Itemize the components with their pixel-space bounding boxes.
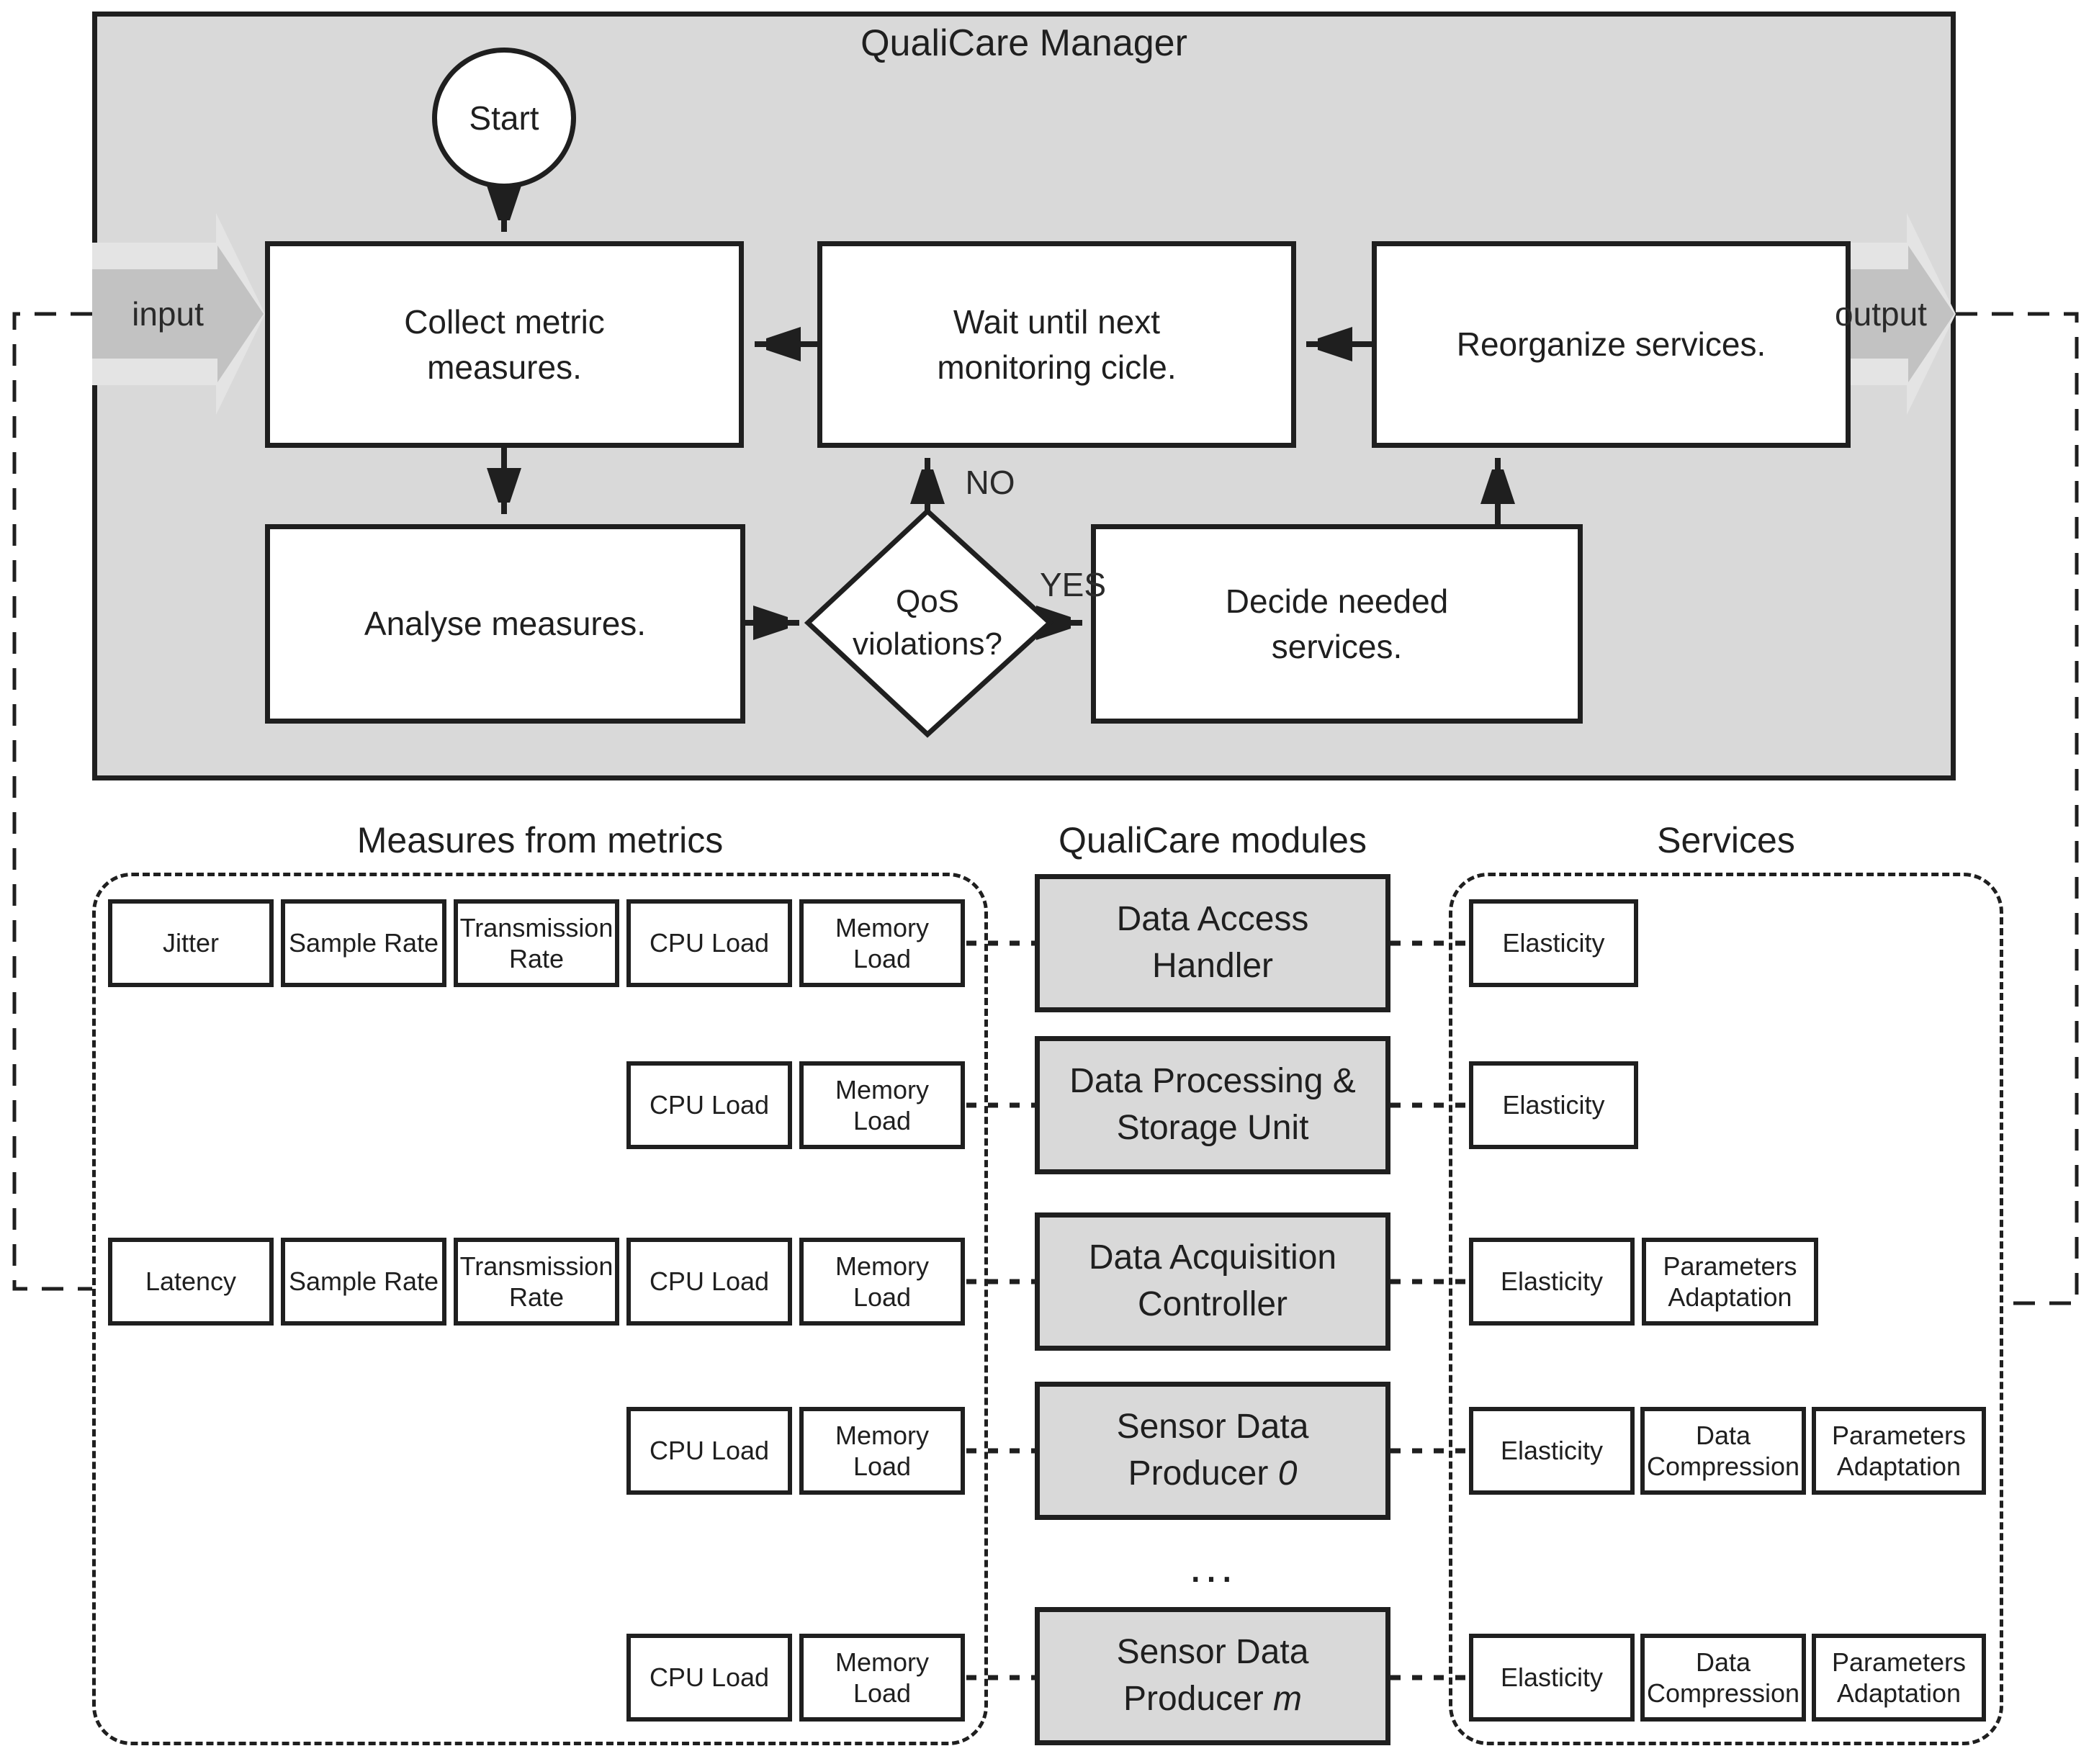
measure-memory-load: Memory Load — [799, 1061, 965, 1149]
measure-label: Memory Load — [835, 1420, 929, 1481]
module-label: Sensor Data Producer 0 — [1117, 1404, 1309, 1498]
analyse-label: Analyse measures. — [364, 605, 647, 643]
services-section-title: Services — [1657, 820, 1795, 860]
measure-label: CPU Load — [649, 1090, 770, 1120]
measure-memory-load: Memory Load — [799, 1407, 965, 1495]
start-node: Start — [432, 48, 576, 189]
measure-jitter: Jitter — [108, 899, 274, 987]
decide-label: Decide needed services. — [1225, 582, 1449, 665]
reorganize-label: Reorganize services. — [1456, 325, 1766, 364]
service-label: Parameters Adaptation — [1831, 1647, 1967, 1708]
service-label: Parameters Adaptation — [1663, 1251, 1797, 1312]
yes-edge-label: YES — [1039, 566, 1107, 603]
service-elasticity: Elasticity — [1469, 899, 1638, 987]
module-data-acquisition-controller: Data Acquisition Controller — [1035, 1212, 1390, 1351]
measure-cpu-load: CPU Load — [626, 1407, 792, 1495]
reorganize-services-node: Reorganize services. — [1372, 241, 1851, 448]
service-label: Elasticity — [1502, 1090, 1605, 1120]
measure-label: CPU Load — [649, 928, 770, 958]
measure-label: Memory Load — [835, 912, 929, 973]
measure-label: Transmission Rate — [459, 912, 614, 973]
measure-label: Latency — [145, 1266, 237, 1297]
module-label-text: Data Processing & Storage Unit — [1069, 1062, 1356, 1147]
service-label: Elasticity — [1500, 1266, 1604, 1297]
wait-monitoring-cycle-node: Wait until next monitoring cicle. — [817, 241, 1296, 448]
measures-region — [92, 873, 988, 1745]
no-edge-label: NO — [965, 464, 1015, 501]
measure-sample-rate: Sample Rate — [281, 1238, 446, 1326]
measure-label: Sample Rate — [288, 928, 439, 958]
modules-section-title: QualiCare modules — [1059, 820, 1367, 860]
measure-transmission-rate: Transmission Rate — [454, 1238, 619, 1326]
measure-sample-rate: Sample Rate — [281, 899, 446, 987]
output-label: output — [1835, 295, 1927, 333]
service-parameters-adaptation: Parameters Adaptation — [1812, 1407, 1986, 1495]
service-label: Data Compression — [1646, 1647, 1800, 1708]
module-label: Data Processing & Storage Unit — [1069, 1058, 1356, 1152]
module-label: Data Acquisition Controller — [1089, 1235, 1336, 1328]
module-label-text: Data Acquisition Controller — [1088, 1238, 1337, 1323]
module-sensor-data-producer-0: Sensor Data Producer 0 — [1035, 1382, 1390, 1520]
service-elasticity: Elasticity — [1469, 1238, 1635, 1326]
wait-label: Wait until next monitoring cicle. — [937, 303, 1177, 386]
measure-label: Memory Load — [835, 1074, 929, 1135]
measure-label: Memory Load — [835, 1251, 929, 1312]
measure-label: Jitter — [162, 928, 219, 958]
measure-transmission-rate: Transmission Rate — [454, 899, 619, 987]
service-elasticity: Elasticity — [1469, 1634, 1635, 1722]
module-label-text: Data Access Handler — [1116, 900, 1309, 985]
module-label: Data Access Handler — [1117, 896, 1309, 990]
module-label-suffix: m — [1263, 1680, 1303, 1718]
module-label-suffix: 0 — [1268, 1454, 1298, 1493]
measure-label: CPU Load — [649, 1662, 770, 1693]
measure-label: Transmission Rate — [459, 1251, 614, 1312]
module-label: Sensor Data Producer m — [1117, 1629, 1309, 1723]
collect-metric-measures-node: Collect metric measures. — [265, 241, 744, 448]
start-label: Start — [469, 99, 539, 137]
decide-needed-services-node: Decide needed services. — [1091, 524, 1583, 724]
input-label: input — [132, 295, 204, 333]
service-data-compression: Data Compression — [1640, 1407, 1806, 1495]
service-label: Elasticity — [1500, 1436, 1604, 1466]
measure-memory-load: Memory Load — [799, 899, 965, 987]
measure-cpu-load: CPU Load — [626, 1061, 792, 1149]
service-label: Elasticity — [1502, 928, 1605, 958]
measure-latency: Latency — [108, 1238, 274, 1326]
measure-label: CPU Load — [649, 1436, 770, 1466]
module-data-processing-storage-unit: Data Processing & Storage Unit — [1035, 1036, 1390, 1174]
measure-cpu-load: CPU Load — [626, 1634, 792, 1722]
measure-memory-load: Memory Load — [799, 1634, 965, 1722]
service-elasticity: Elasticity — [1469, 1061, 1638, 1149]
module-data-access-handler: Data Access Handler — [1035, 874, 1390, 1012]
service-label: Data Compression — [1646, 1420, 1800, 1481]
measure-memory-load: Memory Load — [799, 1238, 965, 1326]
service-data-compression: Data Compression — [1640, 1634, 1806, 1722]
service-label: Parameters Adaptation — [1831, 1420, 1967, 1481]
measure-label: Sample Rate — [288, 1266, 439, 1297]
analyse-measures-node: Analyse measures. — [265, 524, 745, 724]
service-label: Elasticity — [1500, 1662, 1604, 1693]
service-parameters-adaptation: Parameters Adaptation — [1642, 1238, 1818, 1326]
measures-section-title: Measures from metrics — [356, 820, 724, 860]
manager-title: QualiCare Manager — [860, 22, 1187, 64]
module-label-text: Sensor Data Producer — [1116, 1633, 1309, 1718]
modules-ellipsis: ... — [1189, 1540, 1236, 1592]
module-label-text: Sensor Data Producer — [1116, 1408, 1309, 1493]
measure-label: Memory Load — [835, 1647, 929, 1708]
qos-violations-label: QoS violations? — [853, 583, 1002, 662]
service-parameters-adaptation: Parameters Adaptation — [1812, 1634, 1986, 1722]
collect-label: Collect metric measures. — [404, 303, 605, 386]
measure-label: CPU Load — [649, 1266, 770, 1297]
service-elasticity: Elasticity — [1469, 1407, 1635, 1495]
measure-cpu-load: CPU Load — [626, 899, 792, 987]
module-sensor-data-producer-m: Sensor Data Producer m — [1035, 1607, 1390, 1745]
input-flow-line — [12, 312, 92, 1291]
measure-cpu-load: CPU Load — [626, 1238, 792, 1326]
services-region — [1449, 873, 2003, 1745]
